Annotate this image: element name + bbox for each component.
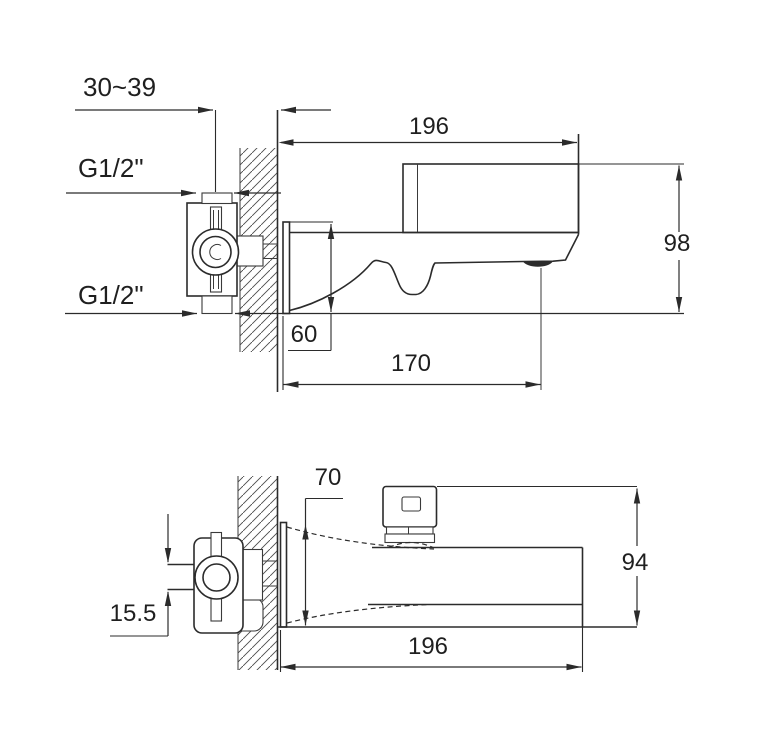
dim-inlet-bottom: G1/2" (65, 280, 684, 317)
dim-label-reach: 170 (391, 350, 431, 377)
dim-label-inlet-bottom: G1/2" (78, 280, 144, 310)
dim-length-side: 196 (278, 113, 577, 146)
wall-flange (279, 521, 288, 628)
arrowhead (525, 381, 541, 388)
valve-wall-connector (236, 235, 264, 267)
arrowhead (181, 189, 196, 197)
arrowhead (164, 591, 172, 606)
valve-wall-connector (242, 548, 264, 601)
mixer-valve (186, 192, 278, 315)
arrowhead (235, 310, 250, 317)
dim-label-height-side: 98 (664, 230, 691, 257)
valve-cartridge-inner (199, 235, 232, 269)
wall-flange (282, 221, 291, 315)
upper-block (402, 163, 580, 234)
dim-label-inlet-top: G1/2" (78, 153, 144, 183)
spout-body-plan (278, 521, 637, 628)
dim-label-height-plan: 94 (622, 549, 649, 576)
arrowhead (562, 139, 577, 146)
arrowhead (182, 310, 197, 317)
arrowhead (675, 165, 683, 181)
dim-label-drop: 60 (291, 321, 318, 348)
dim-label-wall-offset: 30~39 (83, 72, 156, 102)
dim-label-mouth: 70 (315, 464, 342, 491)
arrowhead (633, 610, 641, 626)
spout-body (282, 134, 580, 390)
mixer-valve-plan (167, 531, 278, 634)
arrowhead (327, 224, 335, 239)
valve-screw-slot (209, 244, 222, 260)
dim-label-inlet-offset: 15.5 (110, 600, 157, 627)
dim-wall-offset: 30~39 (75, 72, 331, 192)
arrowhead (283, 381, 299, 388)
dim-mouth: 70 (302, 464, 343, 626)
arrowhead (164, 548, 172, 563)
dim-reach: 170 (282, 316, 541, 390)
handle-base-arc (388, 541, 434, 549)
inlet-pipe-bottom (201, 295, 233, 315)
arrowhead (278, 139, 294, 146)
arrowhead (280, 663, 296, 671)
plan-view: 70 94 15.5 196 (110, 464, 649, 672)
arrowhead (675, 297, 683, 312)
valve-cartridge-inner (202, 563, 231, 592)
dim-label-length-plan: 196 (408, 633, 448, 660)
handle-collar-1 (385, 526, 434, 535)
dim-inlet-top: G1/2" (66, 153, 281, 197)
arrowhead (302, 524, 309, 540)
dim-height-plan: 94 (437, 485, 649, 626)
dim-label-length-side: 196 (409, 113, 449, 140)
handle-inset (401, 496, 422, 512)
arrowhead (633, 488, 641, 504)
dim-drop: 60 (288, 221, 335, 352)
dim-height-side: 98 (578, 163, 691, 312)
body-bottom-profile (289, 234, 580, 312)
side-view: 30~39 G1/2" G1/2" 196 (65, 72, 690, 392)
aerator-outlet (523, 261, 553, 267)
trumpet-bottom-curve (286, 603, 431, 624)
inlet-pipe-top (201, 192, 233, 205)
arrowhead (566, 663, 582, 671)
handle-collar-2 (384, 533, 436, 544)
dim-inlet-offset: 15.5 (110, 514, 172, 637)
arrowhead (281, 106, 296, 114)
arrowhead (327, 297, 335, 312)
arrowhead (234, 189, 249, 197)
dim-length-plan: 196 (279, 627, 584, 672)
arrowhead (302, 610, 309, 626)
handle-block (382, 485, 438, 549)
arrowhead (198, 106, 213, 114)
